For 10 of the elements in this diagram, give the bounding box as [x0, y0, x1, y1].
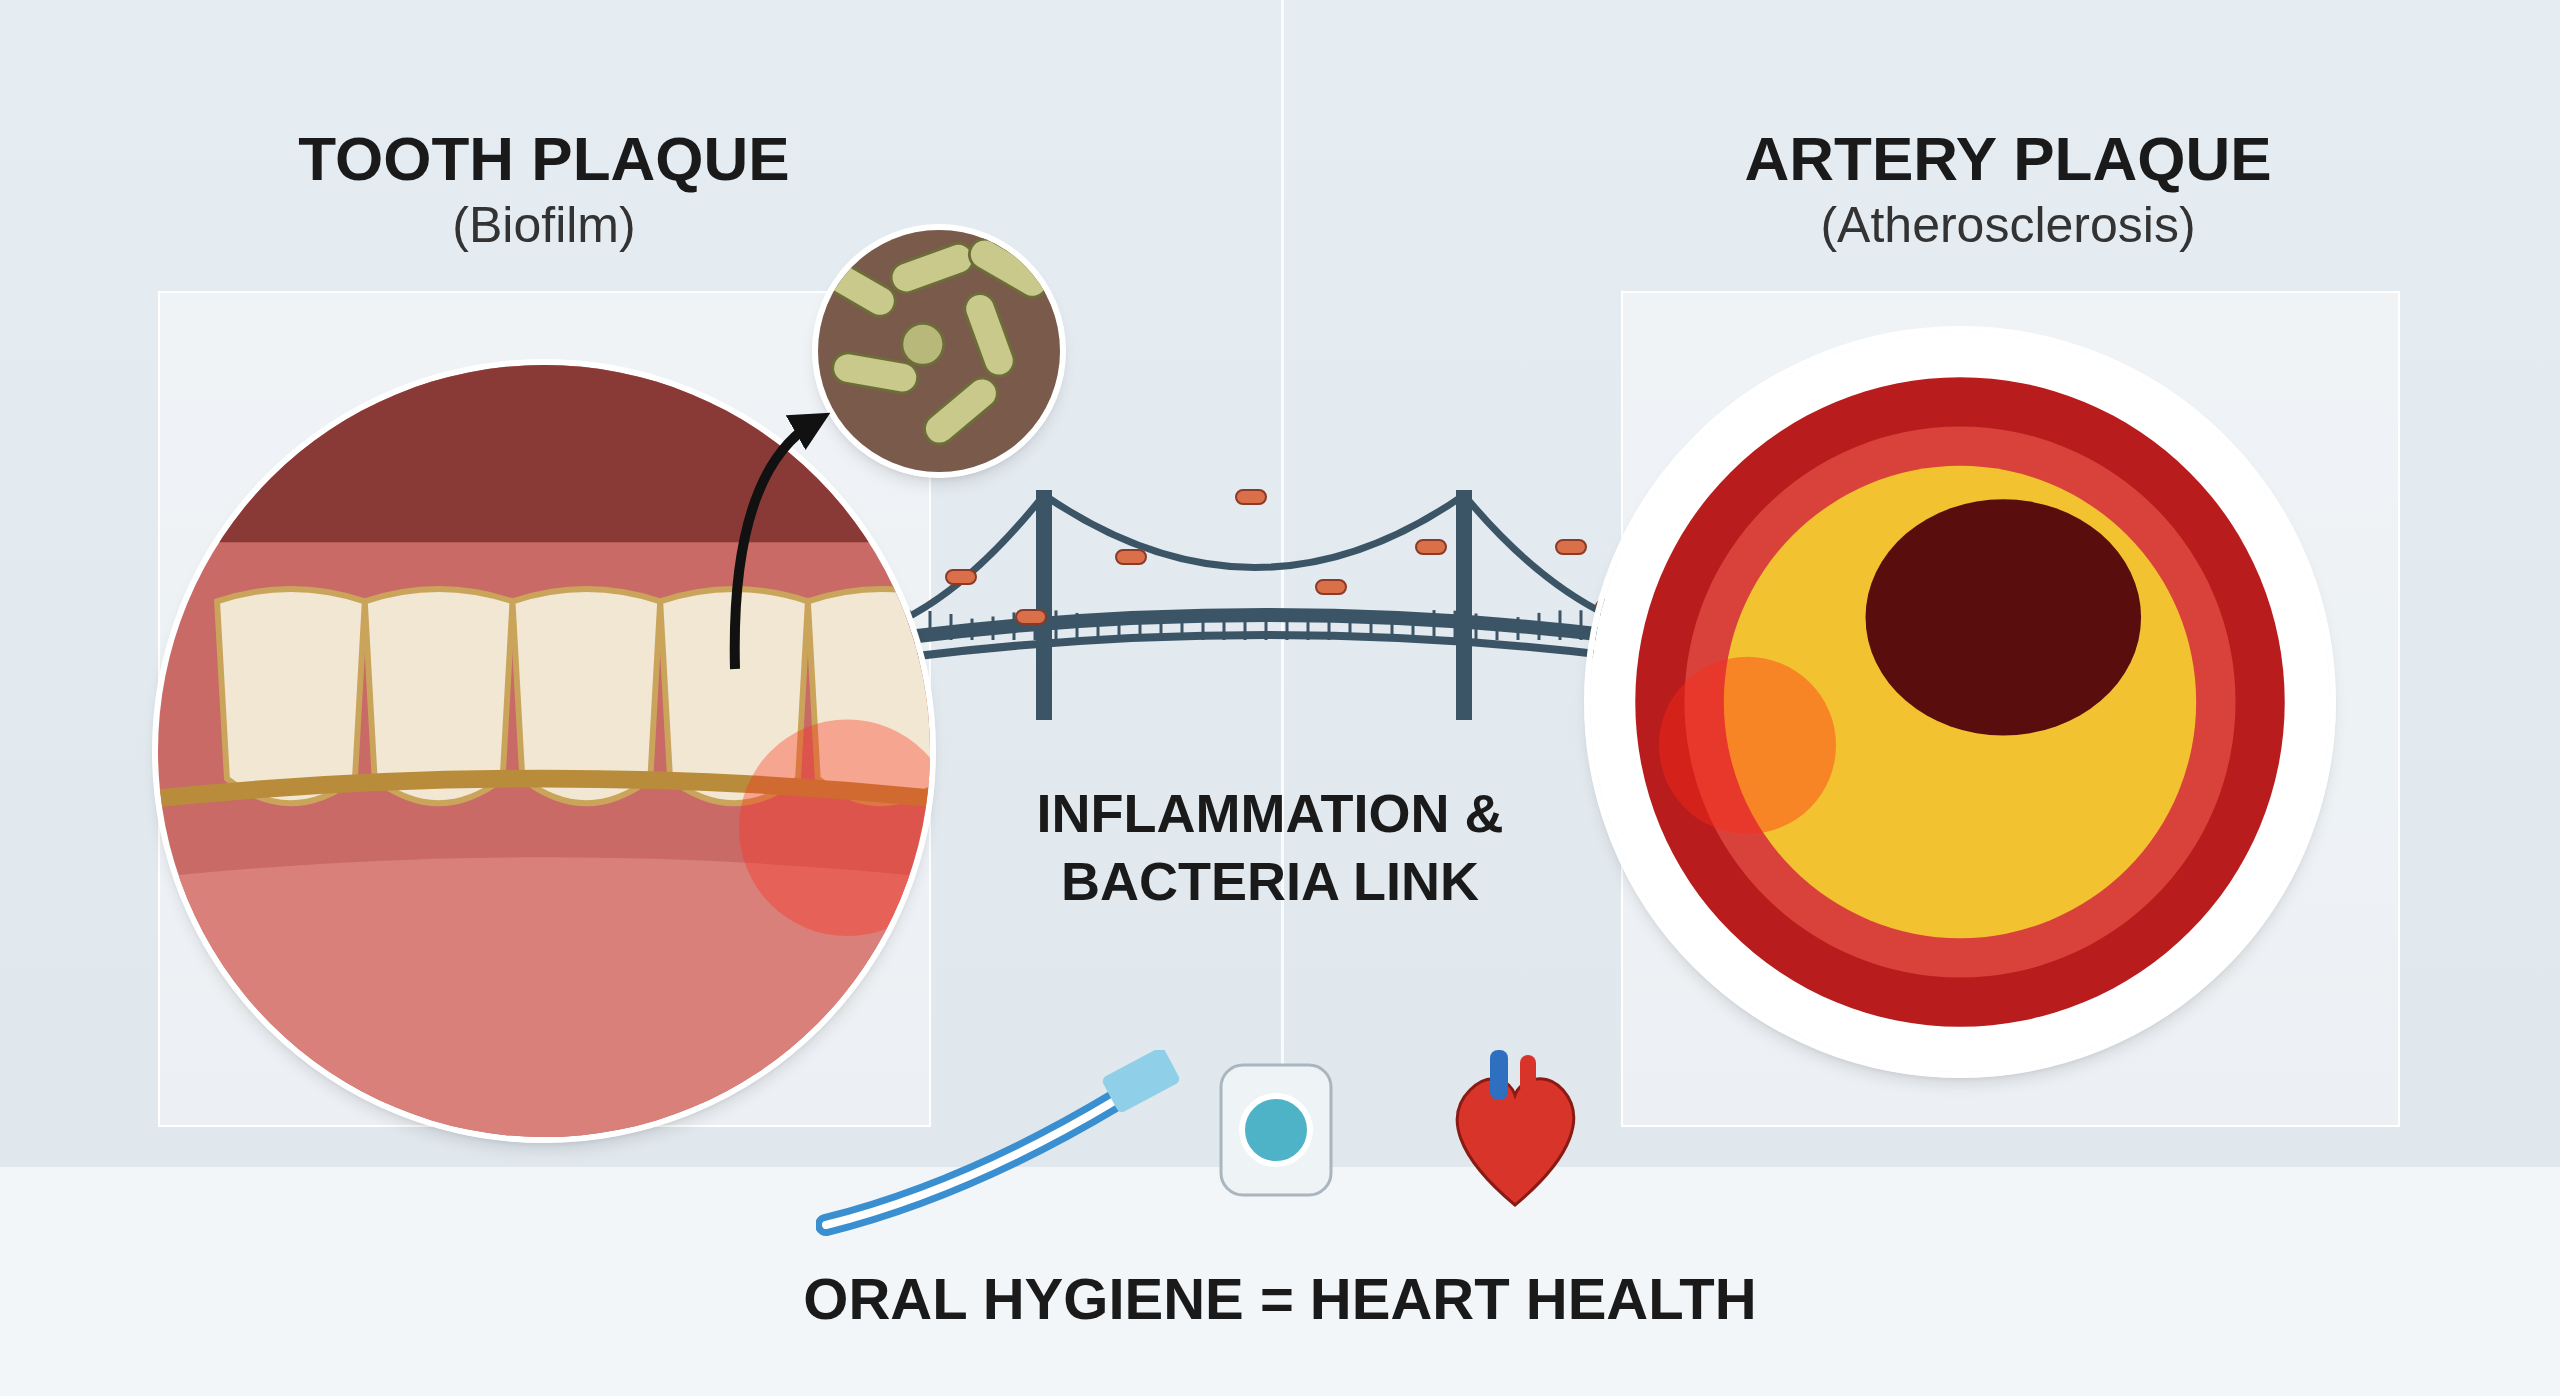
artery-cross-section-drawing	[1584, 326, 2336, 1078]
bacteria-microscope-drawing	[812, 224, 1066, 478]
heading: TOOTH PLAQUE	[297, 123, 791, 195]
heading: ARTERY PLAQUE	[1743, 123, 2273, 195]
subheading: (Atherosclerosis)	[1819, 196, 2197, 255]
subheading: (Biofilm)	[451, 196, 637, 255]
caption-text: INFLAMMATION & BACTERIA LINK	[1035, 782, 1505, 913]
curved-arrow	[729, 411, 830, 670]
gum-teeth-photo-placeholder	[152, 359, 936, 1143]
tagline-text: ORAL HYGIENE = HEART HEALTH	[802, 1265, 1758, 1333]
